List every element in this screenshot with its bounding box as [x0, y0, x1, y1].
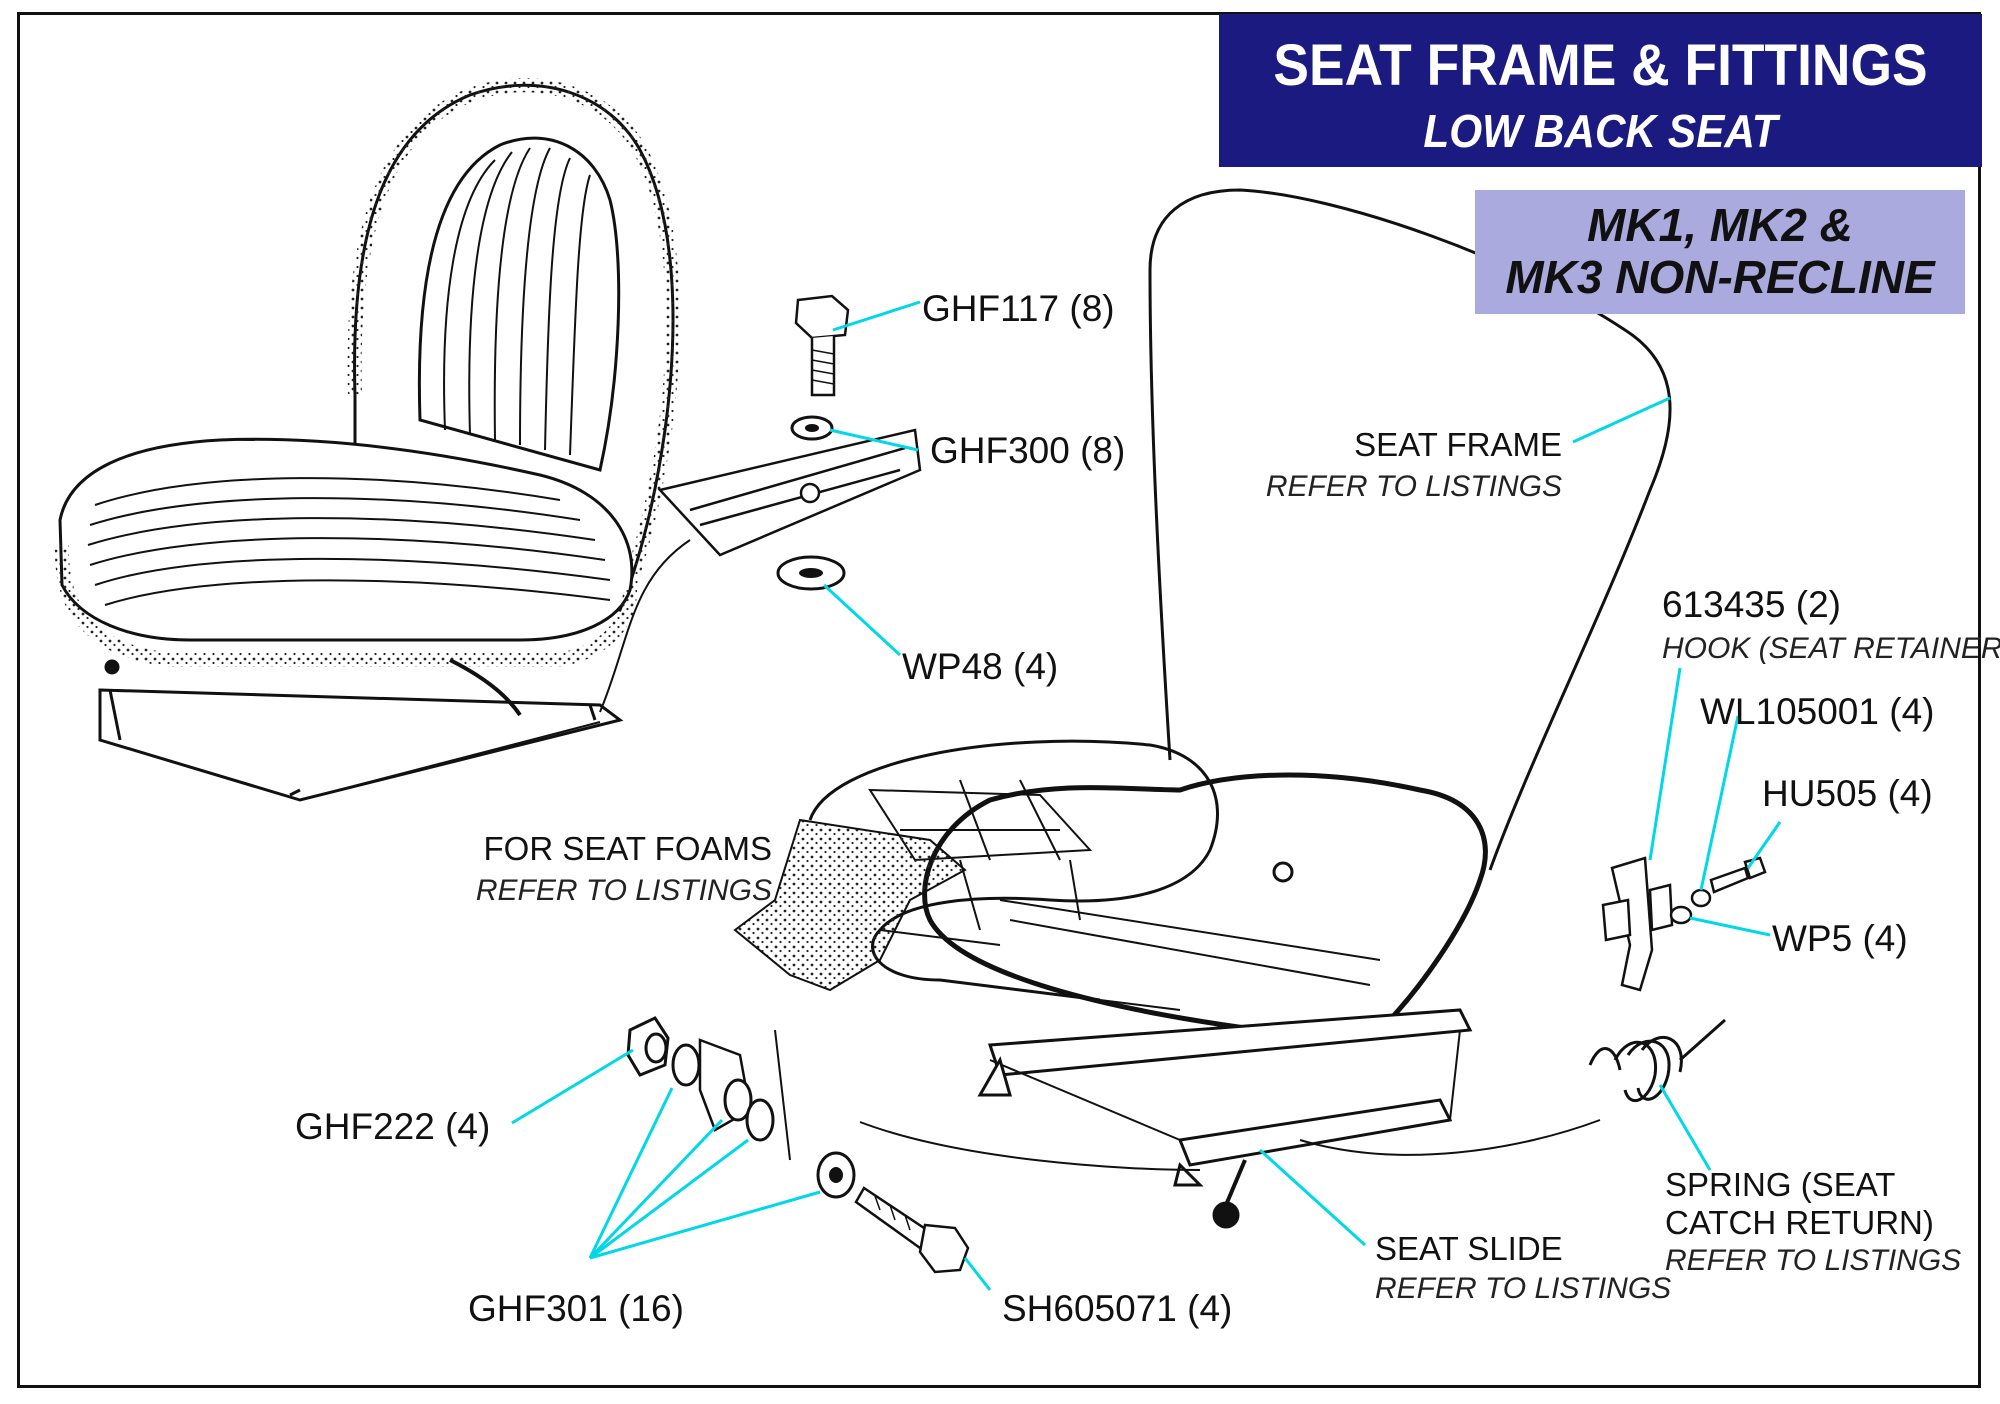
label-seat-slide-note: REFER TO LISTINGS — [1375, 1272, 1672, 1305]
seat-frame-loop — [922, 772, 1488, 1040]
model-badge-line2: MK3 NON-RECLINE — [1505, 251, 1935, 303]
seat-back-edge — [347, 78, 680, 613]
label-ghf117: GHF117 (8) — [922, 288, 1115, 329]
seat-cushion-pleats — [87, 477, 611, 606]
title-banner: SEAT FRAME & FITTINGS LOW BACK SEAT — [1219, 14, 1982, 167]
model-badge-line1: MK1, MK2 & — [1587, 199, 1853, 251]
phantom-line-left — [599, 539, 691, 713]
seat-cushion-side — [54, 544, 637, 667]
label-wp48: WP48 (4) — [902, 646, 1059, 687]
seat-frame-back — [1148, 188, 1672, 871]
sh605071-bolt — [854, 1186, 970, 1274]
seat-frame-illustration — [808, 188, 1672, 1229]
label-hook-desc: HOOK (SEAT RETAINER) — [1662, 632, 2000, 665]
label-spring-line1: SPRING (SEAT — [1665, 1166, 1896, 1203]
seat-foam — [733, 818, 967, 992]
diagram-title: SEAT FRAME & FITTINGS — [1273, 33, 1928, 98]
diagram-border — [17, 12, 1981, 1388]
label-hu505: HU505 (4) — [1762, 773, 1933, 814]
label-seat-frame-note: REFER TO LISTINGS — [1265, 470, 1562, 503]
label-seat-slide: SEAT SLIDE — [1375, 1230, 1563, 1267]
hu505-screw — [1709, 856, 1767, 894]
diagram-subtitle: LOW BACK SEAT — [1423, 105, 1778, 157]
seat-catch-spring — [1588, 1018, 1726, 1103]
seat-back-pleats — [443, 147, 591, 456]
seat-runner-left — [987, 1008, 1473, 1077]
label-seat-foams: FOR SEAT FOAMS — [483, 830, 772, 867]
label-spring-line2: CATCH RETURN) — [1665, 1204, 1934, 1241]
label-ghf301: GHF301 (16) — [468, 1288, 684, 1329]
label-wp5: WP5 (4) — [1772, 918, 1908, 959]
label-ghf300: GHF300 (8) — [930, 430, 1126, 471]
label-seat-foams-note: REFER TO LISTINGS — [475, 874, 772, 907]
side-rail — [657, 428, 922, 557]
model-badge: MK1, MK2 & MK3 NON-RECLINE — [1475, 190, 1965, 314]
label-wl105001: WL105001 (4) — [1700, 691, 1935, 732]
ghf301-washer-2 — [723, 1078, 753, 1122]
assembled-seat-illustration — [54, 78, 680, 802]
label-hook: 613435 (2) — [1662, 584, 1841, 625]
ghf301-washer-1 — [671, 1043, 701, 1087]
wl105001-washer — [1690, 888, 1712, 908]
label-seat-frame: SEAT FRAME — [1354, 426, 1562, 463]
ghf301-washer-3 — [745, 1098, 775, 1142]
label-sh605071: SH605071 (4) — [1002, 1288, 1233, 1329]
leader-lines — [511, 300, 1782, 1291]
ghf222-nut — [626, 1016, 670, 1077]
label-spring-note: REFER TO LISTINGS — [1665, 1244, 1962, 1277]
ghf117-bolt — [794, 294, 850, 397]
hook-seat-retainer — [1601, 856, 1674, 992]
label-ghf222: GHF222 (4) — [295, 1106, 491, 1147]
wp5-washer — [1669, 905, 1693, 925]
phantom-lines — [774, 1029, 1601, 1171]
